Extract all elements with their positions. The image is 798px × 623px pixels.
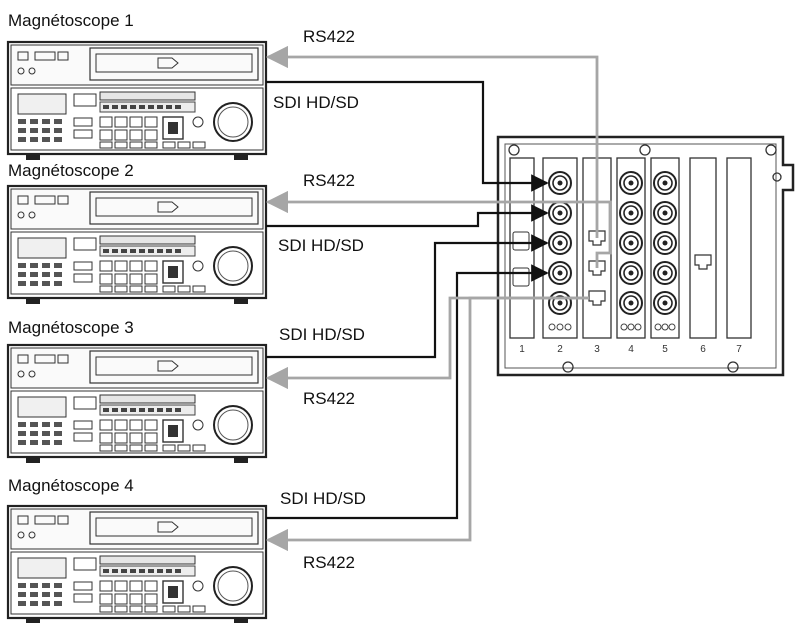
- vtr-device-2: [6, 184, 268, 306]
- rs422-label-4: RS422: [303, 553, 355, 572]
- slot-number-2: 2: [557, 344, 563, 355]
- sdi-label-3: SDI HD/SD: [279, 325, 365, 344]
- rs422-label-2: RS422: [303, 171, 355, 190]
- sdi-label-1: SDI HD/SD: [273, 93, 359, 112]
- sdi-cable-4: [266, 264, 549, 520]
- slot-number-7: 7: [736, 344, 742, 355]
- sdi-cable-3: [266, 234, 549, 359]
- rs422-cable-2: [265, 190, 612, 268]
- vtr-title-2: Magnétoscope 2: [8, 161, 134, 180]
- vtr-device-1: [6, 40, 268, 162]
- slot-number-6: 6: [700, 344, 706, 355]
- sdi-label-4: SDI HD/SD: [280, 489, 366, 508]
- slot-number-3: 3: [594, 344, 600, 355]
- vtr-device-3: [6, 343, 268, 465]
- vtr-title-4: Magnétoscope 4: [8, 476, 134, 495]
- slot-number-5: 5: [662, 344, 668, 355]
- sdi-cable-2: [266, 204, 549, 228]
- rs422-label-3: RS422: [303, 389, 355, 408]
- rs422-cable-4: [265, 296, 589, 552]
- vtr-title-3: Magnétoscope 3: [8, 318, 134, 337]
- vtr-device-4: [6, 504, 268, 623]
- vtr-title-1: Magnétoscope 1: [8, 11, 134, 30]
- rs422-label-1: RS422: [303, 27, 355, 46]
- sdi-cable-1: [266, 80, 549, 192]
- processing-frame: [496, 135, 795, 377]
- slot-number-4: 4: [628, 344, 634, 355]
- rs422-cable-1: [265, 45, 599, 238]
- sdi-label-2: SDI HD/SD: [278, 236, 364, 255]
- slot-number-1: 1: [519, 344, 525, 355]
